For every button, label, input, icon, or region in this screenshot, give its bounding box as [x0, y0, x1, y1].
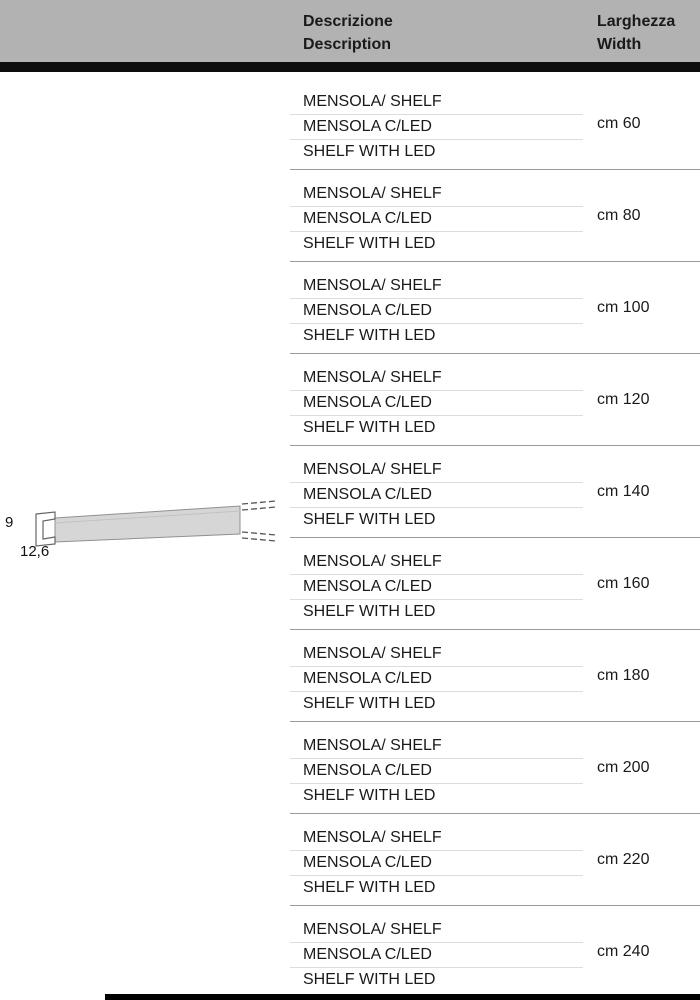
row-desc-line-1: MENSOLA/ SHELF: [290, 182, 583, 207]
row-desc-line-1: MENSOLA/ SHELF: [290, 642, 583, 667]
table-header: Descrizione Description Larghezza Width: [0, 0, 700, 62]
dimension-height-label: 9: [5, 514, 14, 531]
row-description-lines: MENSOLA/ SHELF MENSOLA C/LED SHELF WITH …: [290, 274, 583, 348]
table-row: MENSOLA/ SHELF MENSOLA C/LED SHELF WITH …: [290, 354, 700, 446]
row-desc-line-1: MENSOLA/ SHELF: [290, 366, 583, 391]
dimension-depth-label: 12,6: [20, 543, 50, 560]
table-row: MENSOLA/ SHELF MENSOLA C/LED SHELF WITH …: [290, 906, 700, 998]
row-width-value: cm 240: [597, 943, 650, 960]
table-row: MENSOLA/ SHELF MENSOLA C/LED SHELF WITH …: [290, 170, 700, 262]
shelf-body: [54, 505, 241, 543]
shelf-technical-drawing: [35, 500, 277, 547]
row-description-lines: MENSOLA/ SHELF MENSOLA C/LED SHELF WITH …: [290, 550, 583, 624]
row-width-value: cm 220: [597, 850, 650, 868]
header-description-column: Descrizione Description: [303, 10, 393, 56]
row-desc-line-3: SHELF WITH LED: [303, 787, 436, 804]
row-desc-line-3: SHELF WITH LED: [303, 327, 436, 344]
row-description-lines: MENSOLA/ SHELF MENSOLA C/LED SHELF WITH …: [290, 734, 583, 808]
row-desc-line-1: MENSOLA/ SHELF: [290, 826, 583, 851]
row-width-value: cm 200: [597, 758, 650, 776]
table-row: MENSOLA/ SHELF MENSOLA C/LED SHELF WITH …: [290, 814, 700, 906]
shelf-drawing: 9 12,6: [0, 490, 290, 585]
row-description-lines: MENSOLA/ SHELF MENSOLA C/LED SHELF WITH …: [290, 826, 583, 900]
shelf-profile-section: [35, 511, 56, 547]
row-width-value: cm 120: [597, 390, 650, 408]
row-desc-line-3: SHELF WITH LED: [303, 971, 436, 988]
row-desc-line-2: MENSOLA C/LED: [290, 667, 583, 692]
header-width-it: Larghezza: [597, 13, 676, 30]
row-desc-line-3: SHELF WITH LED: [303, 603, 436, 620]
row-description-lines: MENSOLA/ SHELF MENSOLA C/LED SHELF WITH …: [290, 90, 583, 164]
row-description-lines: MENSOLA/ SHELF MENSOLA C/LED SHELF WITH …: [290, 366, 583, 440]
row-description-lines: MENSOLA/ SHELF MENSOLA C/LED SHELF WITH …: [290, 642, 583, 716]
row-description-lines: MENSOLA/ SHELF MENSOLA C/LED SHELF WITH …: [290, 918, 583, 992]
row-desc-line-2: MENSOLA C/LED: [290, 851, 583, 876]
row-desc-line-2: MENSOLA C/LED: [290, 115, 583, 140]
header-divider-bar: [0, 62, 700, 72]
row-desc-line-3: SHELF WITH LED: [303, 143, 436, 160]
continuation-dash-top-1: [241, 500, 277, 505]
spec-table: MENSOLA/ SHELF MENSOLA C/LED SHELF WITH …: [290, 78, 700, 998]
row-desc-line-3: SHELF WITH LED: [303, 879, 436, 896]
header-width-column: Larghezza Width: [597, 10, 675, 56]
row-width-value: cm 140: [597, 482, 650, 500]
row-desc-line-2: MENSOLA C/LED: [290, 207, 583, 232]
row-description-lines: MENSOLA/ SHELF MENSOLA C/LED SHELF WITH …: [290, 458, 583, 532]
row-desc-line-1: MENSOLA/ SHELF: [290, 90, 583, 115]
row-desc-line-1: MENSOLA/ SHELF: [290, 734, 583, 759]
bottom-bar: [105, 994, 700, 1000]
row-width-value: cm 180: [597, 666, 650, 684]
row-desc-line-1: MENSOLA/ SHELF: [290, 458, 583, 483]
row-desc-line-2: MENSOLA C/LED: [290, 299, 583, 324]
row-desc-line-3: SHELF WITH LED: [303, 419, 436, 436]
shelf-top-edge: [54, 510, 241, 524]
continuation-dash-bottom-1: [241, 531, 277, 536]
row-width-value: cm 160: [597, 574, 650, 592]
row-width-value: cm 80: [597, 206, 641, 224]
header-description-en: Description: [303, 36, 392, 53]
row-desc-line-3: SHELF WITH LED: [303, 511, 436, 528]
row-desc-line-3: SHELF WITH LED: [303, 695, 436, 712]
row-desc-line-2: MENSOLA C/LED: [290, 943, 583, 968]
continuation-dash-bottom-2: [241, 537, 277, 542]
table-row: MENSOLA/ SHELF MENSOLA C/LED SHELF WITH …: [290, 446, 700, 538]
row-width-value: cm 60: [597, 114, 641, 132]
continuation-dash-top-2: [241, 506, 277, 511]
table-row: MENSOLA/ SHELF MENSOLA C/LED SHELF WITH …: [290, 78, 700, 170]
row-desc-line-3: SHELF WITH LED: [303, 235, 436, 252]
header-description-it: Descrizione: [303, 13, 393, 30]
row-desc-line-2: MENSOLA C/LED: [290, 759, 583, 784]
row-desc-line-2: MENSOLA C/LED: [290, 391, 583, 416]
row-desc-line-1: MENSOLA/ SHELF: [290, 550, 583, 575]
row-desc-line-1: MENSOLA/ SHELF: [290, 918, 583, 943]
row-desc-line-2: MENSOLA C/LED: [290, 483, 583, 508]
row-desc-line-2: MENSOLA C/LED: [290, 575, 583, 600]
header-width-en: Width: [597, 36, 642, 53]
table-row: MENSOLA/ SHELF MENSOLA C/LED SHELF WITH …: [290, 262, 700, 354]
row-width-value: cm 100: [597, 298, 650, 316]
table-row: MENSOLA/ SHELF MENSOLA C/LED SHELF WITH …: [290, 630, 700, 722]
row-desc-line-1: MENSOLA/ SHELF: [290, 274, 583, 299]
row-description-lines: MENSOLA/ SHELF MENSOLA C/LED SHELF WITH …: [290, 182, 583, 256]
table-row: MENSOLA/ SHELF MENSOLA C/LED SHELF WITH …: [290, 722, 700, 814]
table-row: MENSOLA/ SHELF MENSOLA C/LED SHELF WITH …: [290, 538, 700, 630]
